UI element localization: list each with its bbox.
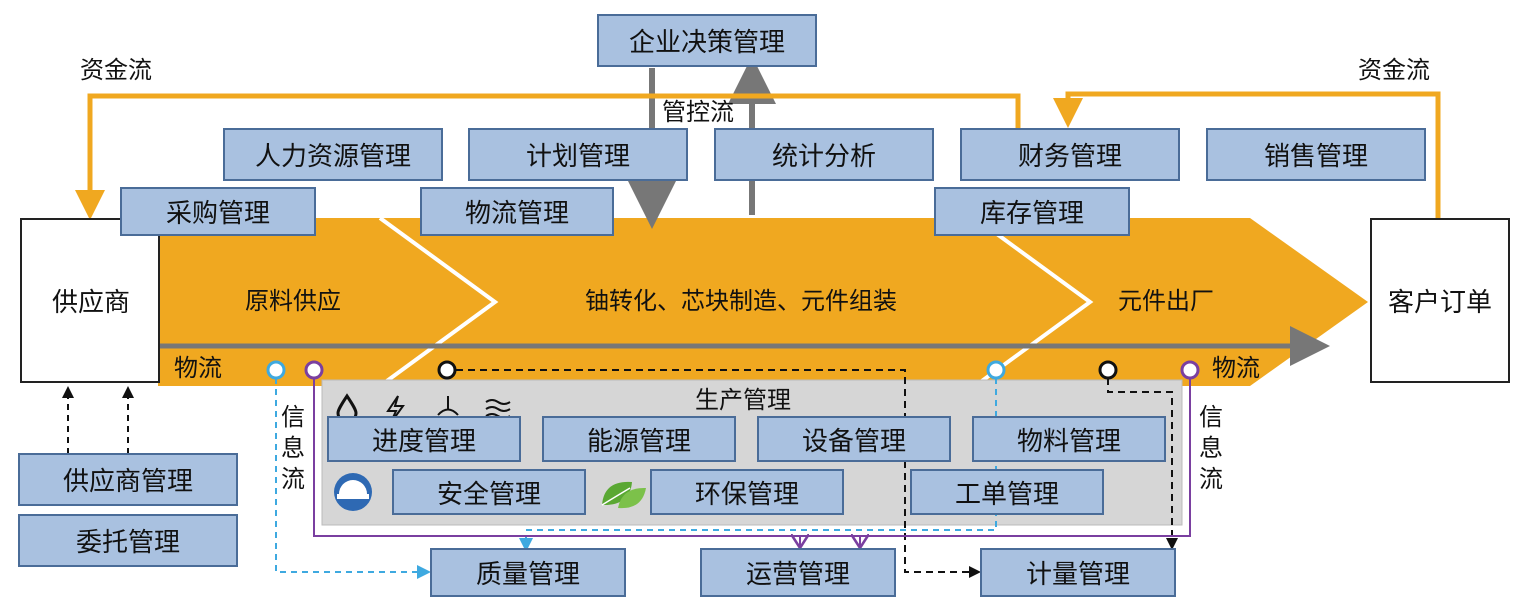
material-flow-right-label: 物流 — [1212, 354, 1260, 382]
chevron-separator — [973, 216, 1094, 388]
purple-flow — [860, 378, 1191, 537]
work-order-box: 工单管理 — [910, 469, 1104, 515]
leaf-icon — [601, 481, 646, 509]
environment-box: 环保管理 — [650, 469, 844, 515]
chevron-separator — [378, 216, 499, 388]
customer-box — [1370, 218, 1510, 383]
fund-flow-left-label: 资金流 — [80, 56, 152, 84]
info-node-circle — [1098, 360, 1118, 380]
supplier-box — [20, 218, 160, 383]
supplier-management-box: 供应商管理 — [18, 453, 238, 506]
schedule-box: 进度管理 — [327, 416, 521, 462]
fund-flow-right-line — [1053, 91, 1441, 218]
energy-box: 能源管理 — [542, 416, 736, 462]
fund-flow-right-label: 资金流 — [1358, 56, 1430, 84]
equipment-box: 设备管理 — [757, 416, 951, 462]
black-dashed-flow — [1107, 378, 1178, 550]
decision-box: 企业决策管理 — [597, 14, 817, 67]
quality-box: 质量管理 — [430, 548, 626, 597]
production-title: 生产管理 — [695, 386, 791, 414]
control-flow-label: 管控流 — [662, 98, 734, 126]
cyan-dashed-flow — [519, 378, 997, 552]
metering-box: 计量管理 — [980, 548, 1176, 597]
safety-helmet-icon — [334, 473, 372, 511]
info-node-circle — [304, 360, 324, 380]
supplier-label: 供应商 — [52, 288, 131, 318]
materials-box: 物料管理 — [972, 416, 1166, 462]
logistics-box: 物流管理 — [420, 187, 614, 236]
sales-box: 销售管理 — [1206, 128, 1426, 181]
info-node-circle — [437, 360, 457, 380]
info-flow-right-label: 信息流 — [1199, 403, 1223, 493]
black-dashed-flow — [456, 369, 981, 578]
stage-raw-material: 原料供应 — [245, 287, 341, 315]
finance-box: 财务管理 — [960, 128, 1180, 181]
procurement-box: 采购管理 — [120, 187, 316, 236]
planning-box: 计划管理 — [468, 128, 688, 181]
entrust-management-box: 委托管理 — [18, 514, 238, 567]
inventory-box: 库存管理 — [934, 187, 1130, 236]
stage-manufacturing: 铀转化、芯块制造、元件组装 — [585, 287, 897, 315]
stage-delivery: 元件出厂 — [1118, 287, 1214, 315]
customer-label: 客户订单 — [1388, 288, 1493, 318]
safety-box: 安全管理 — [392, 469, 586, 515]
info-node-circle — [266, 360, 286, 380]
info-node-circle — [1180, 360, 1200, 380]
operations-box: 运营管理 — [700, 548, 896, 597]
info-flow-left-label: 信息流 — [281, 403, 305, 493]
material-flow-left-label: 物流 — [174, 354, 222, 382]
hr-management-box: 人力资源管理 — [223, 128, 443, 181]
fund-flow-left-line — [75, 93, 1021, 220]
info-node-circle — [986, 360, 1006, 380]
statistics-box: 统计分析 — [714, 128, 934, 181]
